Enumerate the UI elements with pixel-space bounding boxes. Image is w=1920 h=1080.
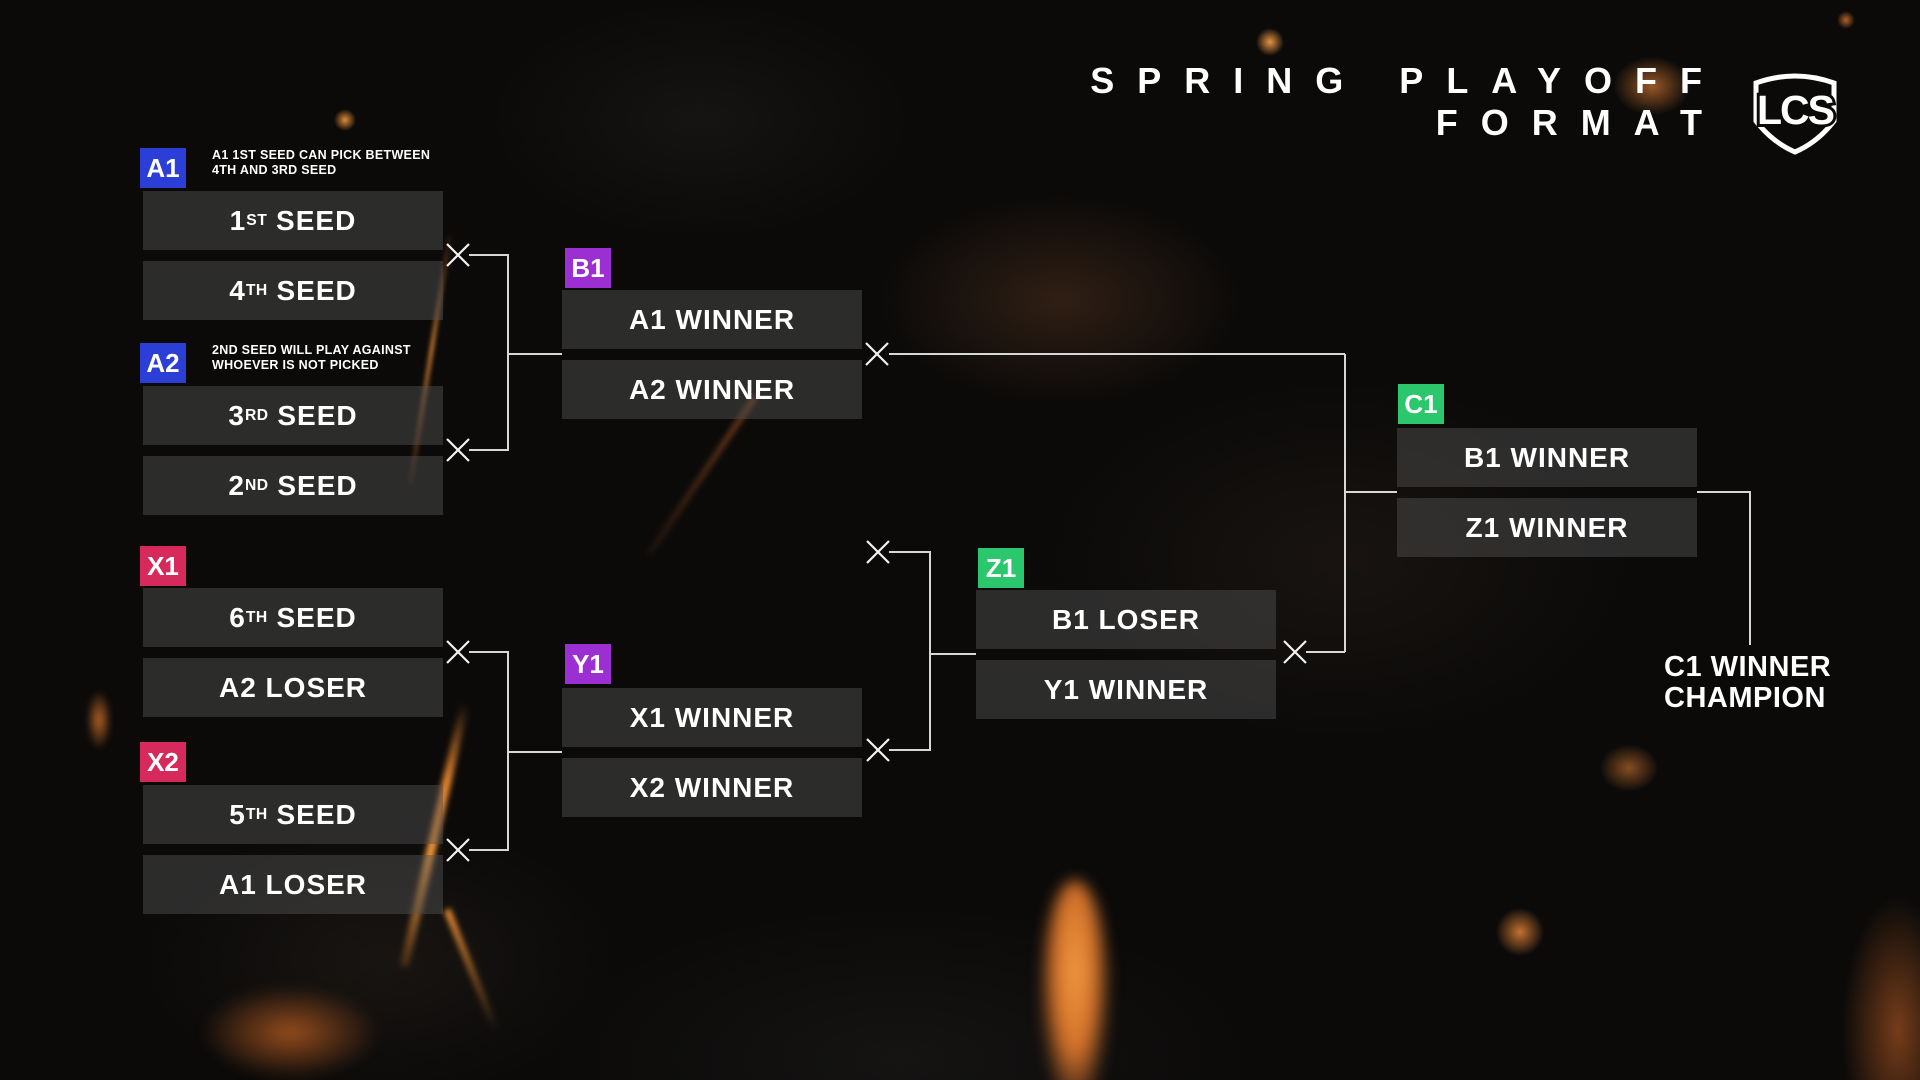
slot-a1-winner: A1 WINNER [562,290,862,349]
match-badge-a1: A1 [140,148,186,188]
slot-a2-winner: A2 WINNER [562,360,862,419]
slot-b1-winner: B1 WINNER [1397,428,1697,487]
note-line: A1 1ST SEED CAN PICK BETWEEN [212,148,431,162]
match-badge-x2: X2 [140,742,186,782]
title-line2: FORMAT [1435,102,1725,143]
match-note-a2: 2ND SEED WILL PLAY AGAINST WHOEVER IS NO… [212,343,512,373]
match-note-a1: A1 1ST SEED CAN PICK BETWEEN 4TH AND 3RD… [212,148,512,178]
slot-a2-loser: A2 LOSER [143,658,443,717]
note-line: 4TH AND 3RD SEED [212,163,337,177]
slot-a1-loser: A1 LOSER [143,855,443,914]
note-line: WHOEVER IS NOT PICKED [212,358,379,372]
page-title: SPRING PLAYOFF FORMAT [1090,60,1702,144]
match-badge-c1: C1 [1398,384,1444,424]
slot-z1-winner: Z1 WINNER [1397,498,1697,557]
slot-x2-winner: X2 WINNER [562,758,862,817]
champion-line1: C1 WINNER [1664,651,1832,683]
slot-b1-loser: B1 LOSER [976,590,1276,649]
title-line1: SPRING PLAYOFF [1090,60,1725,101]
lcs-logo: LCS [1753,73,1839,155]
champion-line2: CHAMPION [1664,682,1826,714]
match-badge-y1: Y1 [565,644,611,684]
champion-label: C1 WINNER CHAMPION [1664,652,1831,714]
slot-x1-winner: X1 WINNER [562,688,862,747]
match-badge-z1: Z1 [978,548,1024,588]
match-badge-a2: A2 [140,343,186,383]
match-badge-x1: X1 [140,546,186,586]
note-line: 2ND SEED WILL PLAY AGAINST [212,343,411,357]
lcs-logo-text: LCS [1757,87,1834,133]
slot-y1-winner: Y1 WINNER [976,660,1276,719]
match-badge-b1: B1 [565,248,611,288]
